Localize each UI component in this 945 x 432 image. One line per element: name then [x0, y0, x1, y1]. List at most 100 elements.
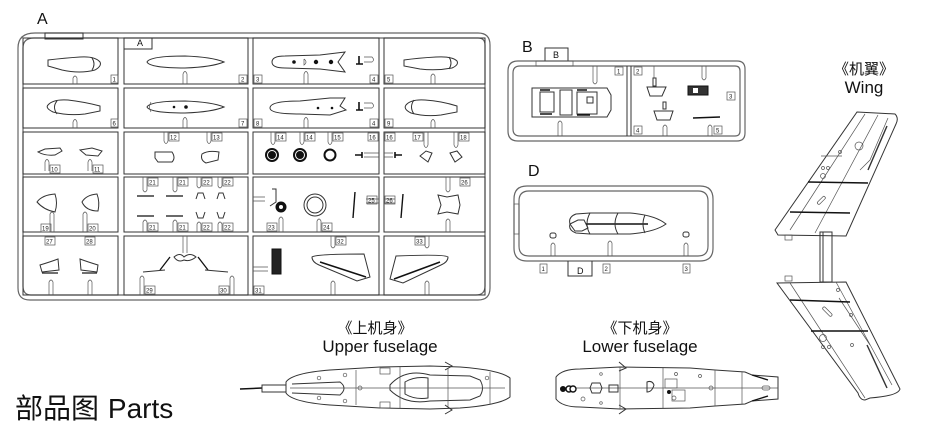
- part-number-label: 8: [253, 118, 263, 128]
- part-b3: [687, 66, 709, 96]
- svg-text:33: 33: [416, 240, 423, 246]
- part-a16-18: [384, 132, 463, 163]
- part-number-label: 5: [384, 74, 394, 84]
- part-number-label: 1: [110, 74, 119, 84]
- part-number-label: 21: [177, 177, 189, 187]
- part-number-label: 3: [253, 74, 263, 84]
- part-number-label: 25: [366, 195, 378, 205]
- svg-text:18: 18: [460, 136, 467, 142]
- svg-text:14: 14: [306, 136, 313, 142]
- part-number-label: 4: [369, 74, 379, 84]
- part-a12-13: [154, 132, 220, 164]
- part-a7: [146, 100, 226, 128]
- part-number-label: 16: [367, 132, 379, 142]
- svg-text:21: 21: [179, 181, 186, 187]
- part-number-label: 17: [412, 132, 424, 142]
- part-number-label: 1: [614, 66, 624, 76]
- part-a5: [403, 56, 458, 84]
- part-number-label: 13: [211, 132, 223, 142]
- part-number-label: 9: [384, 118, 394, 128]
- svg-text:7: 7: [241, 122, 245, 128]
- part-number-label: 5: [713, 125, 723, 135]
- svg-text:16: 16: [369, 136, 376, 142]
- svg-text:11: 11: [94, 168, 101, 174]
- part-number-label: 2: [633, 66, 643, 76]
- svg-text:29: 29: [146, 289, 153, 295]
- part-a33: [389, 236, 449, 295]
- sprue-b-letter: B: [522, 39, 533, 56]
- part-number-label: 16: [384, 132, 396, 142]
- part-number-label: 21: [147, 222, 159, 232]
- svg-text:25: 25: [368, 199, 375, 205]
- svg-text:19: 19: [42, 227, 49, 233]
- part-number-label: 14: [304, 132, 316, 142]
- part-number-label: 30: [218, 285, 230, 295]
- svg-text:31: 31: [255, 289, 262, 295]
- part-number-label: 4: [633, 125, 643, 135]
- sprue-a-parts: [36, 51, 463, 295]
- svg-text:6: 6: [113, 122, 117, 128]
- lower-fuselage-title-cn: 《下机身》: [602, 319, 678, 337]
- part-number-label: 23: [266, 222, 278, 232]
- svg-text:27: 27: [46, 240, 53, 246]
- part-number-label: 24: [321, 222, 333, 232]
- part-a10-11: [36, 147, 103, 171]
- part-number-label: 4: [369, 118, 379, 128]
- svg-text:22: 22: [203, 181, 210, 187]
- svg-text:21: 21: [179, 226, 186, 232]
- svg-text:4: 4: [636, 129, 640, 135]
- svg-text:9: 9: [387, 122, 391, 128]
- part-number-label: 26: [459, 177, 471, 187]
- part-a21-22: [137, 177, 226, 232]
- part-b5: [692, 116, 721, 136]
- part-number-label: 6: [110, 118, 119, 128]
- wing-title-cn: 《机翼》: [834, 60, 895, 78]
- part-a27-28: [39, 258, 99, 295]
- part-a8: [269, 97, 374, 128]
- svg-text:1: 1: [542, 267, 546, 273]
- svg-text:22: 22: [224, 181, 231, 187]
- part-number-label: 22: [201, 222, 213, 232]
- svg-text:14: 14: [277, 136, 284, 142]
- part-number-label: 15: [332, 132, 344, 142]
- part-b2-b4: [646, 66, 674, 136]
- part-number-label: 21: [177, 222, 189, 232]
- svg-text:21: 21: [149, 226, 156, 232]
- sprue-d-tag: D: [577, 266, 584, 276]
- part-number-label: 3: [726, 91, 736, 101]
- svg-text:32: 32: [337, 240, 344, 246]
- svg-text:3: 3: [729, 95, 733, 101]
- svg-text:30: 30: [220, 289, 227, 295]
- page-title: 部品图 Parts: [15, 387, 173, 427]
- part-a19-20: [36, 193, 100, 232]
- part-number-label: 14: [275, 132, 287, 142]
- svg-text:13: 13: [213, 136, 220, 142]
- part-number-label: 29: [144, 285, 156, 295]
- part-number-label: 20: [87, 223, 99, 233]
- svg-text:10: 10: [51, 168, 58, 174]
- part-number-label: 2: [238, 74, 248, 84]
- sprue-d-letter: D: [528, 163, 540, 180]
- sprue-a-letter: A: [37, 11, 48, 28]
- part-number-label: 11: [92, 164, 104, 174]
- svg-text:16: 16: [386, 136, 393, 142]
- lower-fuselage-title-en: Lower fuselage: [582, 337, 698, 356]
- page-title-cn: 部品图: [15, 392, 100, 425]
- part-b1: [531, 66, 612, 136]
- wing-title-en: Wing: [844, 78, 884, 97]
- upper-fuselage-title-en: Upper fuselage: [322, 337, 438, 356]
- svg-text:3: 3: [256, 78, 260, 84]
- part-number-label: 22: [222, 222, 234, 232]
- part-number-label: 33: [414, 236, 426, 246]
- part-number-label: 32: [335, 236, 347, 246]
- svg-text:5: 5: [716, 129, 720, 135]
- svg-text:26: 26: [386, 199, 393, 205]
- part-a2: [146, 55, 226, 84]
- svg-text:15: 15: [334, 136, 341, 142]
- part-d-canopy: [569, 212, 667, 235]
- part-number-label: 12: [168, 132, 180, 142]
